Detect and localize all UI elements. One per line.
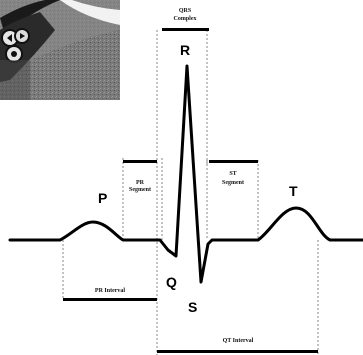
st-segment-label-line2: Segment [222,180,244,186]
r-wave-label: R [180,42,190,58]
qrs-complex-label-line1: QRS [179,8,192,14]
p-wave-label: P [98,190,107,206]
pr-segment-label-line1: PR [136,180,145,186]
t-wave-label: T [289,183,298,199]
pr-segment-label-line2: Segment [129,187,151,193]
q-wave-label: Q [166,274,177,290]
wave-labels: P Q R S T [98,42,298,315]
qt-interval-label: QT Interval [223,338,254,344]
st-segment-label-line1: ST [229,171,236,177]
s-wave-label: S [188,299,197,315]
qrs-complex-label-line2: Complex [174,16,197,22]
pr-interval-label: PR Interval [95,288,125,294]
device-photo-icon [0,0,120,100]
